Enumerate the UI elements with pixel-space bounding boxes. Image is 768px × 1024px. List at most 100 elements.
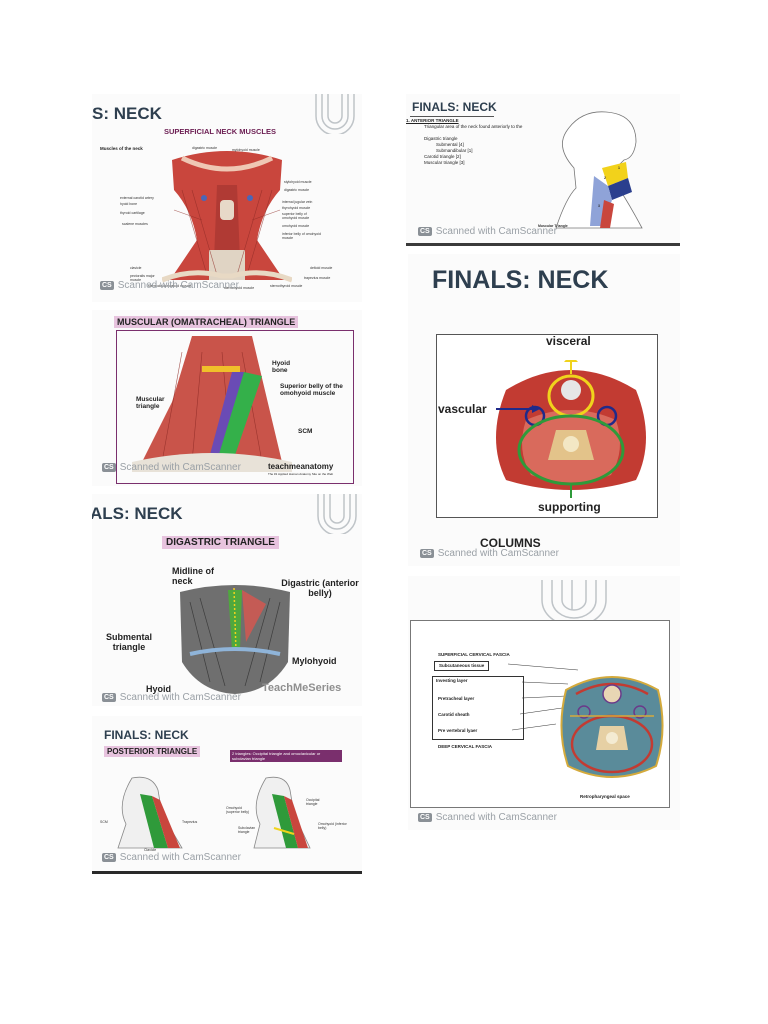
label-mylohyoid: Mylohyoid: [292, 656, 337, 666]
list-item: 1. ANTERIOR TRIANGLE: [406, 118, 459, 123]
neck-muscles-figure: [162, 151, 292, 283]
list-item: Digastric triangle: [424, 136, 458, 141]
fascia-header-superficial: SUPERFICIAL CERVICAL FASCIA: [438, 652, 510, 657]
label-right: trapezius muscle: [304, 276, 331, 280]
teachmeanatomy-logo: teachmeanatomy: [268, 462, 334, 471]
camscanner-icon: CS: [418, 813, 432, 822]
label-clavicle: Clavicle: [144, 848, 157, 852]
figure-caption: Muscles of the neck: [100, 146, 143, 151]
layer-carotid-sheath: Carotid sheath: [438, 712, 470, 717]
label-right: omohyoid muscle: [282, 224, 310, 228]
label-superior-belly: Superior belly of the omohyoid muscle: [280, 383, 343, 397]
layer-pretracheal: Pretracheal layer: [438, 696, 475, 701]
camscanner-icon: CS: [102, 853, 116, 862]
subcutaneous-tissue-box: Subcutaneous tissue: [434, 661, 490, 671]
label-bottom: sternohyoid muscle: [224, 286, 255, 290]
label-top-right: mylohyoid muscle: [232, 148, 260, 152]
label-scm: SCM: [100, 820, 108, 824]
posterior-triangle-figure-left: [117, 776, 183, 849]
slide-digastric-triangle: ALS: NECK DIGASTRIC TRIANGLE Midline of …: [92, 494, 362, 706]
label-retropharyngeal-space: Retropharyngeal space: [580, 794, 630, 799]
figure-number: 3: [598, 204, 600, 208]
label-right: internal jugular vein: [282, 200, 313, 204]
muscular-triangle-figure: [132, 336, 292, 472]
camscanner-watermark: CS Scanned with CamScanner: [418, 226, 557, 237]
teachmeseries-logo: TeachMeSeries: [262, 682, 342, 694]
label-muscular-triangle: Muscular triangle: [136, 396, 165, 410]
arch-decoration-icon: [315, 94, 355, 134]
label-left: thyroid cartilage: [120, 211, 145, 215]
neck-triangles-figure: [555, 111, 643, 229]
label-top-left: digastric muscle: [192, 146, 218, 150]
figure-number: 2: [604, 176, 606, 180]
label-visceral: visceral: [546, 334, 591, 348]
label-digastric-anterior-belly: Digastric (anterior belly): [281, 578, 359, 598]
slide-title: S: NECK: [92, 104, 162, 123]
camscanner-watermark: CS Scanned with CamScanner: [102, 852, 241, 863]
label-left: hyoid bone: [120, 202, 138, 206]
list-item: Submandibular [1]: [436, 148, 473, 153]
posterior-triangle-note: 2 triangles: Occipital triangle and omoc…: [230, 750, 342, 762]
label-supporting: supporting: [538, 500, 601, 514]
figure-caption: Muscular Triangle: [538, 224, 568, 228]
slide-title: FINALS: NECK: [412, 100, 497, 114]
slide-neck-columns: FINALS: NECK visceral vascular supportin…: [408, 254, 680, 566]
list-item: Triangular area of the neck found anteri…: [424, 124, 523, 129]
slide-superficial-neck-muscles: S: NECK SUPERFICIAL NECK MUSCLES Muscles…: [92, 94, 362, 302]
label-submental-triangle: Submental triangle: [105, 632, 152, 652]
camscanner-icon: CS: [100, 281, 114, 290]
label-midline-of-neck: Midline of neck: [172, 566, 214, 586]
label-right: superior belly of omohyoid muscle: [282, 212, 310, 220]
label-vascular: vascular: [438, 402, 487, 416]
layer-prevertebral: Pre vertebral lyaer: [438, 728, 478, 733]
fascia-header-deep: DEEP CERVICAL FASCIA: [438, 744, 493, 749]
slide-posterior-triangle: FINALS: NECK POSTERIOR TRIANGLE 2 triang…: [92, 716, 362, 874]
fascia-cross-section-figure: [560, 676, 664, 778]
arch-decoration-icon: [317, 494, 357, 534]
slide-title: FINALS: NECK: [104, 728, 189, 742]
label-hyoid: Hyoid: [146, 684, 172, 694]
slide-header: DIGASTRIC TRIANGLE: [162, 536, 279, 549]
camscanner-icon: CS: [420, 549, 434, 558]
label-occipital-triangle: Occipital triangle: [306, 798, 320, 806]
figure-number: 1: [618, 166, 620, 170]
slide-header: SUPERFICIAL NECK MUSCLES: [164, 127, 276, 136]
teachmeanatomy-tagline: The #1 Applied Human Anatomy Site on the…: [268, 472, 334, 476]
label-trapezius: Trapezius: [182, 820, 198, 824]
neck-cross-section-figure: [496, 360, 646, 498]
columns-footer: COLUMNS: [480, 536, 541, 550]
slide-anterior-triangle: FINALS: NECK 1. ANTERIOR TRIANGLE Triang…: [406, 94, 680, 246]
slide-title: ALS: NECK: [92, 504, 183, 523]
posterior-triangle-figure-right: [253, 776, 311, 849]
slide-muscular-triangle: MUSCULAR (OMATRACHEAL) TRIANGLE Hyoid bo…: [92, 310, 362, 486]
label-omohyoid-inferior: Omohyoid (inferior belly): [318, 822, 347, 830]
label-left: pectoralis major muscle: [130, 274, 155, 282]
slide-cervical-fascia: SUPERFICIAL CERVICAL FASCIA Subcutaneous…: [408, 576, 680, 830]
camscanner-watermark: CS Scanned with CamScanner: [100, 280, 239, 291]
label-bottom: sternocleidomastoid muscle: [148, 284, 192, 288]
vascular-arrow-icon: [496, 405, 540, 413]
list-item: Carotid triangle [2]: [424, 154, 461, 159]
label-right: inferior belly of omohyoid muscle: [282, 232, 321, 240]
label-scm: SCM: [298, 428, 313, 435]
camscanner-icon: CS: [418, 227, 432, 236]
label-left: external carotid artery: [120, 196, 154, 200]
list-item: Muscular triangle [3]: [424, 160, 465, 165]
label-omohyoid-superior: Omohyoid (superior belly): [226, 806, 250, 814]
slide-header: POSTERIOR TRIANGLE: [104, 746, 201, 757]
slide-header: MUSCULAR (OMATRACHEAL) TRIANGLE: [114, 316, 299, 328]
label-left: scalene muscles: [122, 222, 148, 226]
label-left: clavicle: [130, 266, 142, 270]
camscanner-watermark: CS Scanned with CamScanner: [102, 692, 241, 703]
camscanner-watermark: CS Scanned with CamScanner: [102, 462, 241, 473]
camscanner-watermark: CS Scanned with CamScanner: [418, 812, 557, 823]
label-hyoid-bone: Hyoid bone: [272, 360, 291, 374]
label-right: deltoid muscle: [310, 266, 333, 270]
label-right: stylohyoid muscle: [284, 180, 312, 184]
label-subclavian-triangle: Subclavian triangle: [238, 826, 256, 834]
label-right: thyrohyoid muscle: [282, 206, 311, 210]
fascia-leader-lines: [508, 663, 579, 731]
list-item: Submental [4]: [436, 142, 464, 147]
camscanner-watermark: CS Scanned with CamScanner: [420, 548, 559, 559]
layer-investing: Investing layer: [436, 678, 468, 683]
